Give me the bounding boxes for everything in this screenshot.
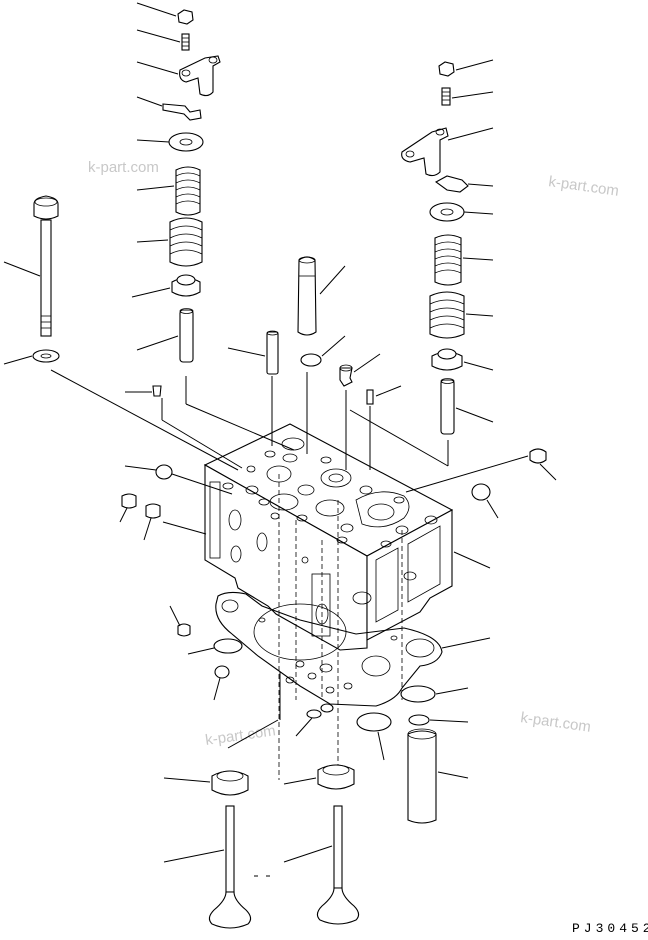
plug-pair-left xyxy=(119,493,161,541)
o-ring-small-centre xyxy=(227,703,334,749)
plug-small-left xyxy=(125,385,162,397)
drawing-code: PJ30452 xyxy=(572,921,648,936)
bolt-washer xyxy=(3,349,60,365)
nut-right xyxy=(438,59,494,77)
plug-lower-left xyxy=(169,605,191,637)
valve-guide-left xyxy=(136,308,194,363)
inner-spring-right xyxy=(434,234,494,286)
valve-guide-right xyxy=(440,378,494,435)
o-ring-centre xyxy=(300,335,346,367)
plug-centre xyxy=(339,353,381,387)
adjusting-screw-left xyxy=(136,29,190,51)
retainer-clip-right xyxy=(434,175,494,193)
spring-seat-left xyxy=(131,274,201,298)
valve-bridge-left xyxy=(136,55,221,97)
valve-bridge-right xyxy=(401,127,494,177)
retainer-clip-left xyxy=(136,96,202,121)
pin-small xyxy=(366,385,402,405)
dowel-pin xyxy=(227,330,279,375)
cylinder-head xyxy=(203,423,454,651)
spring-retainer-left xyxy=(136,132,204,152)
nut-left xyxy=(136,2,194,25)
o-ring-right-small xyxy=(408,714,469,726)
adjusting-screw-right xyxy=(441,87,494,106)
expansion-plug-upper-left xyxy=(124,464,173,480)
outer-spring-right xyxy=(429,291,494,339)
expansion-plug-lower-left xyxy=(213,665,230,701)
valve-seat-right xyxy=(283,764,355,790)
injector-sleeve xyxy=(297,256,346,336)
inner-spring-left xyxy=(136,166,201,216)
head-bolt xyxy=(3,195,59,337)
seal-ring-centre xyxy=(356,712,392,761)
valve-seat-left xyxy=(163,770,249,796)
plug-right-top xyxy=(529,448,557,481)
assembly-centrelines xyxy=(278,474,403,780)
intake-valve xyxy=(163,805,252,929)
watermark-1: k-part.com xyxy=(88,159,159,176)
outer-spring-left xyxy=(136,217,203,267)
watermark-4: k-part.com xyxy=(519,709,592,736)
watermark-2: k-part.com xyxy=(547,173,620,200)
left-valve-train xyxy=(131,2,221,363)
spring-seat-right xyxy=(431,348,494,371)
o-ring-right-large xyxy=(400,685,469,703)
spring-retainer-right xyxy=(429,202,494,222)
assembly-leader-lines xyxy=(50,369,529,569)
o-ring-left xyxy=(187,638,243,655)
exhaust-valve xyxy=(283,805,360,925)
head-gasket xyxy=(215,591,491,720)
coolant-tube xyxy=(407,728,469,824)
expansion-plug-right xyxy=(471,483,499,519)
right-valve-train xyxy=(401,59,494,435)
